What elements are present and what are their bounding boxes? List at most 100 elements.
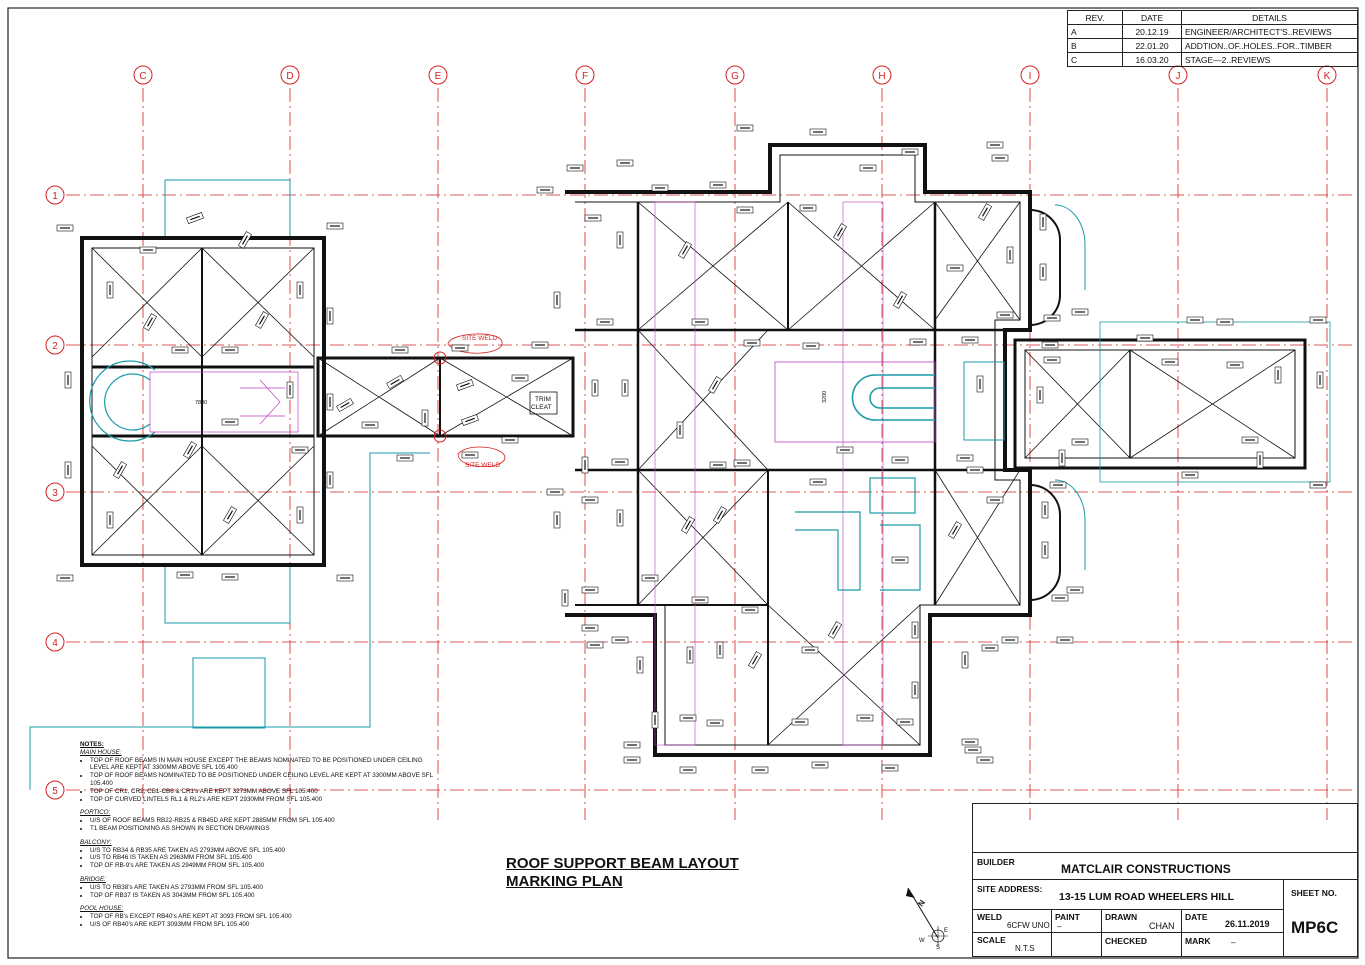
grid-column-label: E [435, 71, 442, 82]
rev-details: ADDTION..OF..HOLES..FOR..TIMBER [1181, 38, 1358, 53]
site-weld-top-label: SITE WELD [462, 335, 497, 342]
revision-row: A 20.12.19 ENGINEER/ARCHITECT'S..REVIEWS [1067, 24, 1358, 39]
grid-column-label: C [139, 71, 146, 82]
revision-header-row: REV. DATE DETAILS [1067, 10, 1358, 25]
notes-item: U/S OF RB40's ARE KEPT 3093MM FROM SFL 1… [90, 921, 440, 929]
drawn-value: CHAN [1149, 921, 1175, 931]
balcony-bracing [1024, 349, 1296, 459]
grid-column-label: G [731, 71, 739, 82]
main-house-bracing [637, 201, 1021, 746]
date-value: 26.11.2019 [1225, 919, 1270, 929]
site-weld-bottom-marker [433, 429, 447, 443]
beam-tag-mark [711, 380, 719, 390]
pool-house-cyan-top [164, 179, 291, 239]
notes-section-title: BALCONY: [80, 838, 112, 846]
beam-tags [56, 124, 1327, 774]
rev-date: 22.01.20 [1122, 38, 1182, 53]
beam-tag-mark [716, 510, 724, 520]
details-header: DETAILS [1181, 10, 1358, 25]
magenta-zone-left [654, 201, 696, 746]
rev-date: 20.12.19 [1122, 24, 1182, 39]
drawn-label: DRAWN [1105, 912, 1138, 922]
scale-value: N.T.S [1015, 944, 1035, 953]
main-house-perimeter [565, 143, 1032, 757]
grid-column-bubble [1020, 65, 1040, 85]
grid-row-label: 2 [52, 341, 58, 352]
notes-item: U/S TO RB38's ARE TAKEN AS 2793MM FROM S… [90, 884, 440, 892]
revision-row: C 16.03.20 STAGE—2..REVIEWS [1067, 52, 1358, 67]
date-header: DATE [1122, 10, 1182, 25]
pool-house-magenta-arrow [240, 379, 285, 425]
scale-label: SCALE [977, 935, 1006, 945]
beam-tag-mark [951, 525, 959, 535]
pool-house-cyan-stub [192, 657, 266, 729]
notes-item: TOP OF ROOF BEAMS NOMINATED TO BE POSITI… [90, 772, 440, 788]
north-arrow-icon [906, 887, 948, 946]
beam-tag-mark [465, 417, 475, 423]
grid-row-label: 3 [52, 488, 58, 499]
revision-row: B 22.01.20 ADDTION..OF..HOLES..FOR..TIMB… [1067, 38, 1358, 53]
rev-letter: C [1067, 52, 1123, 67]
beam-tag-mark [981, 207, 989, 217]
site-weld-top-marker [433, 351, 447, 365]
notes-list: U/S TO RB38's ARE TAKEN AS 2793MM FROM S… [80, 884, 440, 900]
main-house [565, 143, 1086, 757]
notes-item: U/S TO RB46 IS TAKEN AS 2963MM FROM SFL … [90, 854, 440, 862]
balcony-inner [1024, 349, 1296, 459]
north-letter: N [916, 898, 927, 908]
rev-letter: A [1067, 24, 1123, 39]
grid-column-label: J [1176, 71, 1181, 82]
notes-item: TOP OF CR1, CR2, CB1-CB6 & CR1's ARE KEP… [90, 788, 440, 796]
tb-rule [973, 852, 1357, 853]
grid-row-label: 4 [52, 638, 58, 649]
notes-section-title: MAIN HOUSE: [80, 748, 122, 756]
plan-title: ROOF SUPPORT BEAM LAYOUT MARKING PLAN [506, 855, 739, 891]
notes-item: T1 BEAM POSITIONING AS SHOWN IN SECTION … [90, 825, 440, 833]
date-label: DATE [1185, 912, 1208, 922]
mark-value: – [1231, 938, 1236, 947]
trim-cleat-line1: TRIM [535, 396, 551, 403]
plan-title-line1: ROOF SUPPORT BEAM LAYOUT [506, 855, 739, 872]
main-house-perimeter-inner [575, 154, 1021, 746]
grid-column-bubble [280, 65, 300, 85]
site-weld-top-cloud [447, 333, 503, 354]
grid-column-bubble [725, 65, 745, 85]
notes-item: TOP OF RB's EXCEPT RB40's ARE KEPT AT 30… [90, 913, 440, 921]
grid-column-label: I [1029, 71, 1032, 82]
tb-rule [973, 879, 1357, 880]
notes-section-title: BRIDGE: [80, 875, 106, 883]
balcony-cyan [1099, 321, 1331, 483]
notes-block: NOTES: MAIN HOUSE:TOP OF ROOF BEAMS IN M… [80, 741, 440, 929]
grid-column-bubble [133, 65, 153, 85]
site-weld-bottom-cloud [457, 446, 506, 468]
site-address-label: SITE ADDRESS: [977, 884, 1043, 894]
beam-tag-mark [186, 445, 194, 455]
beam-tag-mark [146, 317, 154, 327]
grid-row-bubble [45, 185, 65, 205]
tb-rule [973, 909, 1283, 910]
compass-s: S [936, 945, 940, 951]
cyan-void [963, 361, 1005, 441]
cyan-lift [869, 477, 916, 514]
pool-house-cyan-path [29, 452, 430, 790]
grid-column-label: F [582, 71, 588, 82]
rev-details: ENGINEER/ARCHITECT'S..REVIEWS [1181, 24, 1358, 39]
checked-label: CHECKED [1105, 936, 1148, 946]
grid-column-label: H [878, 71, 885, 82]
sheet-no-label: SHEET NO. [1291, 888, 1337, 898]
notes-list: U/S TO RB34 & RB35 ARE TAKEN AS 2793MM A… [80, 847, 440, 870]
dim-main-label: 7800 [195, 400, 207, 406]
bridge-bracing [317, 357, 574, 437]
notes-item: TOP OF RB-9's ARE TAKEN AS 2949MM FROM S… [90, 862, 440, 870]
spiral-stair [89, 360, 156, 442]
beam-tag-mark [241, 235, 249, 245]
grid-row-bubble [45, 335, 65, 355]
grid-row-label: 5 [52, 786, 58, 797]
builder-label: BUILDER [977, 857, 1015, 867]
bridge [316, 333, 575, 468]
notes-item: TOP OF ROOF BEAMS IN MAIN HOUSE EXCEPT T… [90, 757, 440, 773]
beam-tag-mark [681, 245, 689, 255]
curved-lintel-top-outer [1054, 204, 1086, 290]
sheet-border [7, 7, 1359, 959]
magenta-zone-right [842, 201, 884, 746]
